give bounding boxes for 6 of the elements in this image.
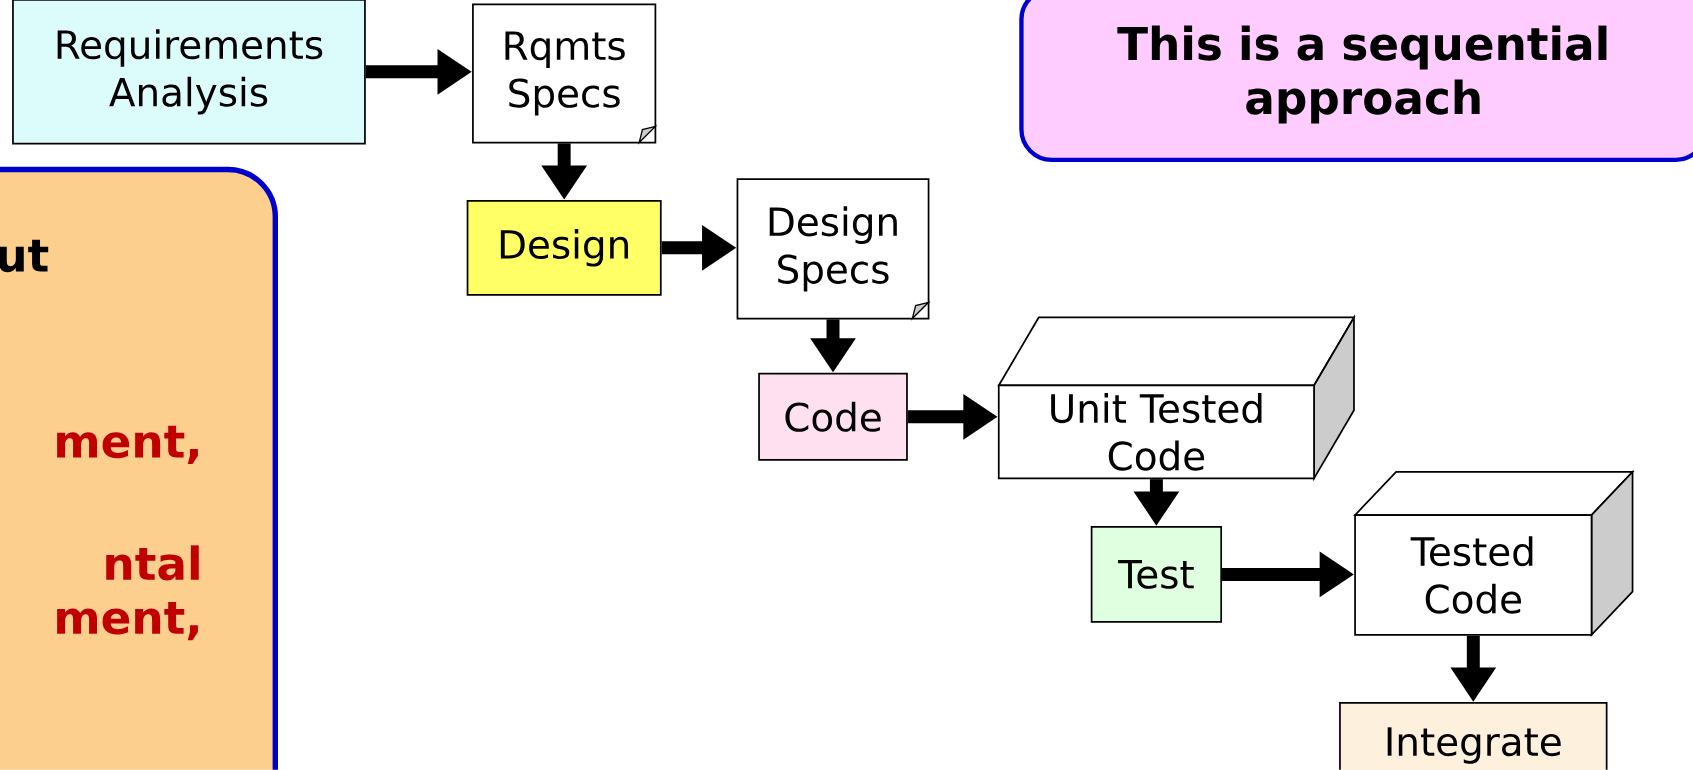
process-box: Requirements Analysis (12, 0, 366, 145)
callout-box: This is a sequential approach (1019, 0, 1693, 163)
process-box: Design (466, 200, 662, 296)
process-box: Test (1090, 526, 1223, 623)
process-box: Code (758, 372, 908, 461)
process-box: Integrate (1339, 702, 1608, 770)
